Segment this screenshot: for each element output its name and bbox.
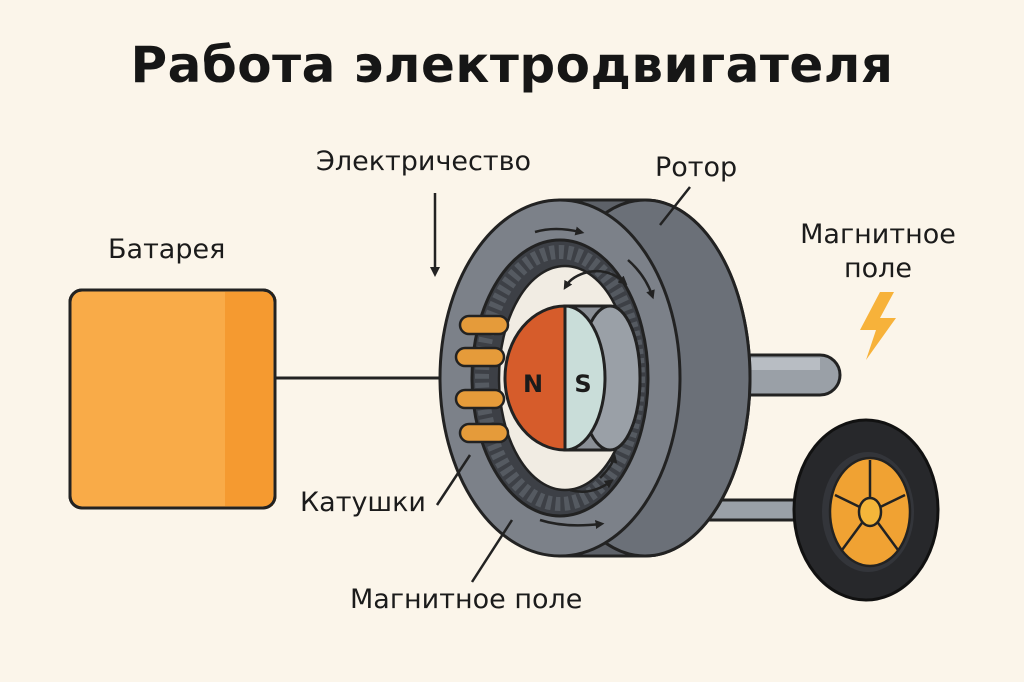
label-magnetic-field-right-line1: Магнитное [800,219,956,250]
label-magnetic-field-bottom: Магнитное поле [350,584,583,615]
rotation-arrow-icon [534,226,655,529]
pole-s-label: S [574,370,591,398]
battery [68,288,277,510]
lightning-bolt-icon [860,292,896,360]
label-coils: Катушки [300,487,426,518]
wheel [792,418,940,602]
label-battery: Батарея [108,234,226,265]
coils [454,314,510,444]
label-electricity: Электричество [316,146,532,177]
page-title: Работа электродвигателя [130,36,894,94]
rotor-magnet [503,304,642,452]
label-magnetic-field-right-line2: поле [843,253,913,284]
pole-n-label: N [523,370,543,398]
label-rotor: Ротор [655,152,738,183]
pointer-lines [430,186,691,583]
